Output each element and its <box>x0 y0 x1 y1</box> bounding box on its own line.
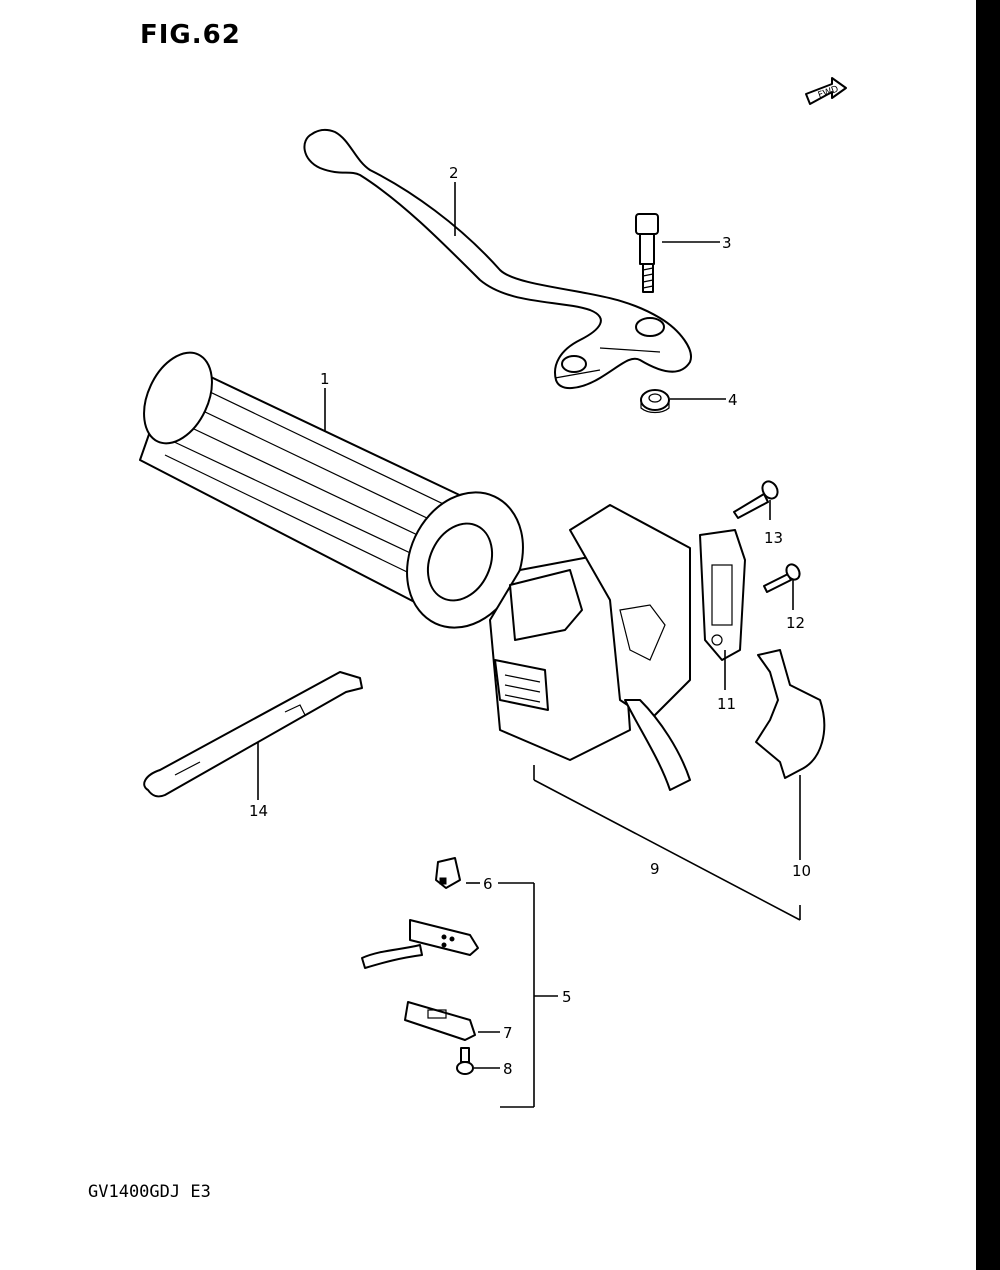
callout-12: 12 <box>786 614 805 632</box>
callout-9: 9 <box>650 860 660 878</box>
callout-5: 5 <box>562 988 572 1006</box>
switch-plate-wired <box>361 919 479 969</box>
figure-title: FIG.62 <box>140 20 241 50</box>
switch-bracket <box>699 529 746 661</box>
bracket-screw-long <box>733 480 779 519</box>
handlebar-grip <box>139 351 524 629</box>
lever-nut <box>640 389 670 414</box>
switch-plate <box>404 1001 476 1041</box>
callout-8: 8 <box>503 1060 513 1078</box>
callout-2: 2 <box>449 164 459 182</box>
callout-4: 4 <box>728 391 738 409</box>
callout-1: 1 <box>320 370 330 388</box>
bracket-screw-short <box>763 563 801 593</box>
exploded-view-diagram: FWD <box>139 77 847 1108</box>
small-switch <box>435 857 461 889</box>
callout-14: 14 <box>249 802 268 820</box>
fwd-label: FWD <box>817 84 840 101</box>
plate-screw <box>456 1047 474 1075</box>
callout-6: 6 <box>483 875 493 893</box>
fwd-arrow-icon: FWD <box>805 77 847 105</box>
cable-tie <box>143 671 363 798</box>
clutch-lever <box>303 128 692 389</box>
leader-lines <box>257 182 801 1108</box>
lever-pivot-bolt <box>635 213 659 293</box>
callout-13: 13 <box>764 529 783 547</box>
callout-10: 10 <box>792 862 811 880</box>
switch-cover <box>755 649 826 779</box>
callout-3: 3 <box>722 234 732 252</box>
scan-edge-border <box>976 0 1000 1270</box>
model-code: GV1400GDJ E3 <box>88 1182 211 1202</box>
handlebar-switch-assembly <box>489 504 691 791</box>
callout-7: 7 <box>503 1024 513 1042</box>
callout-11: 11 <box>717 695 736 713</box>
